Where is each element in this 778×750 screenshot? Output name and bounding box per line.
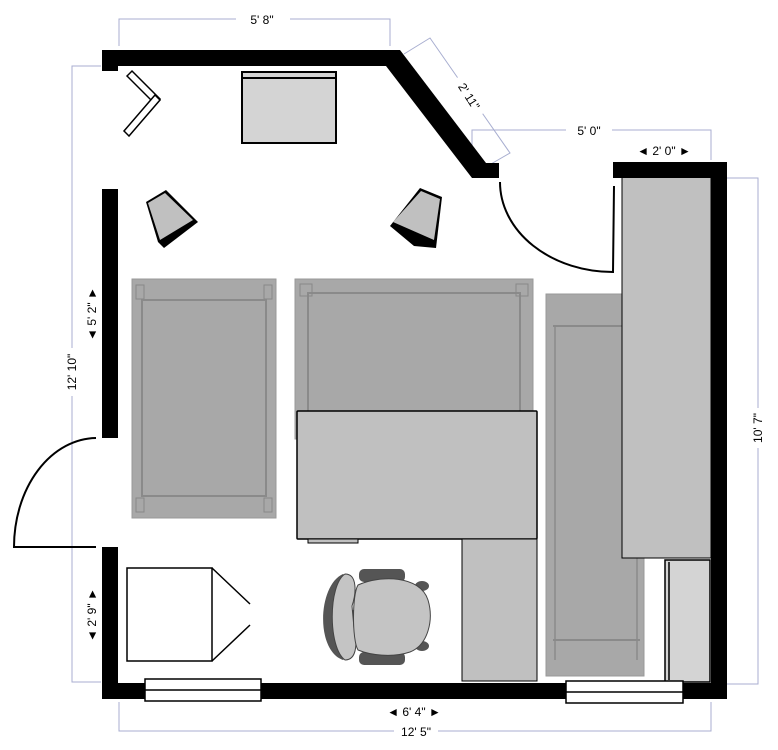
rug-left[interactable] — [131, 278, 277, 519]
window-right[interactable] — [565, 680, 684, 704]
dim-bottom-total: 12' 5" — [401, 725, 431, 739]
top-cabinet[interactable] — [241, 71, 337, 144]
dim-left-lower: ◄ 2' 9" ► — [85, 588, 99, 642]
small-cabinet[interactable] — [664, 559, 711, 683]
tall-cabinet[interactable] — [621, 176, 712, 559]
armchair[interactable] — [126, 567, 251, 662]
speaker-right[interactable] — [390, 188, 442, 248]
bifold-door[interactable] — [122, 69, 162, 138]
dim-cabinet-width: ◄ 2' 0" ► — [637, 144, 691, 158]
office-chair[interactable] — [323, 569, 431, 665]
dim-door-opening: 5' 0" — [577, 124, 600, 138]
dim-bottom-inner: ◄ 6' 4" ► — [387, 705, 441, 719]
dim-left-total: 12' 10" — [65, 354, 79, 391]
dim-top-wall: 5' 8" — [250, 13, 273, 27]
door-left[interactable] — [12, 437, 97, 548]
window-left[interactable] — [144, 678, 262, 702]
speaker-left[interactable] — [146, 190, 198, 248]
desk-return[interactable] — [461, 538, 538, 682]
door-top-right[interactable] — [499, 181, 615, 274]
desk[interactable] — [296, 410, 538, 544]
dim-right-total: 10' 7" — [751, 413, 765, 443]
dim-left-upper: ◄ 5' 2" ► — [85, 287, 99, 341]
